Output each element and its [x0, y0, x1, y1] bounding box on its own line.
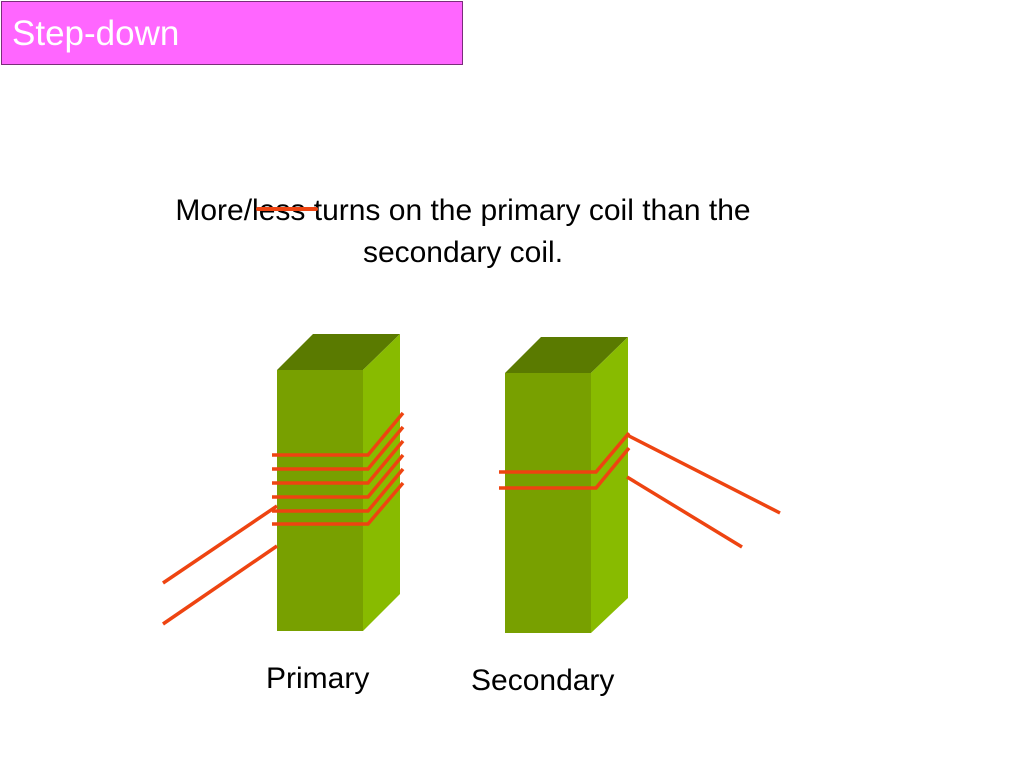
- secondary-core-top: [505, 337, 628, 373]
- title-banner: Step-down: [1, 1, 463, 65]
- secondary-core-front: [505, 373, 591, 633]
- secondary-lead-wire: [626, 433, 781, 515]
- statement-text: More/less turns on the primary coil than…: [175, 194, 751, 269]
- primary-turn: [272, 425, 405, 471]
- secondary-turn: [499, 431, 631, 474]
- primary-turn: [272, 481, 405, 526]
- primary-turn: [272, 453, 405, 499]
- slide-title: Step-down: [12, 14, 180, 53]
- primary-turn: [272, 439, 405, 485]
- secondary-turn: [499, 446, 631, 490]
- strike-through-more: [256, 207, 318, 211]
- primary-core-front: [277, 370, 363, 631]
- primary-lead-wire: [162, 544, 278, 626]
- primary-turn: [272, 467, 405, 513]
- secondary-lead-wire: [626, 475, 743, 549]
- secondary-label: Secondary: [471, 664, 615, 697]
- secondary-windings: [499, 431, 781, 549]
- primary-turn: [272, 411, 405, 457]
- primary-lead-wire: [162, 504, 278, 585]
- primary-windings: [162, 411, 405, 626]
- primary-label: Primary: [266, 662, 370, 695]
- secondary-core-side: [591, 337, 628, 633]
- secondary-core: [505, 337, 628, 633]
- primary-core-top: [277, 334, 400, 370]
